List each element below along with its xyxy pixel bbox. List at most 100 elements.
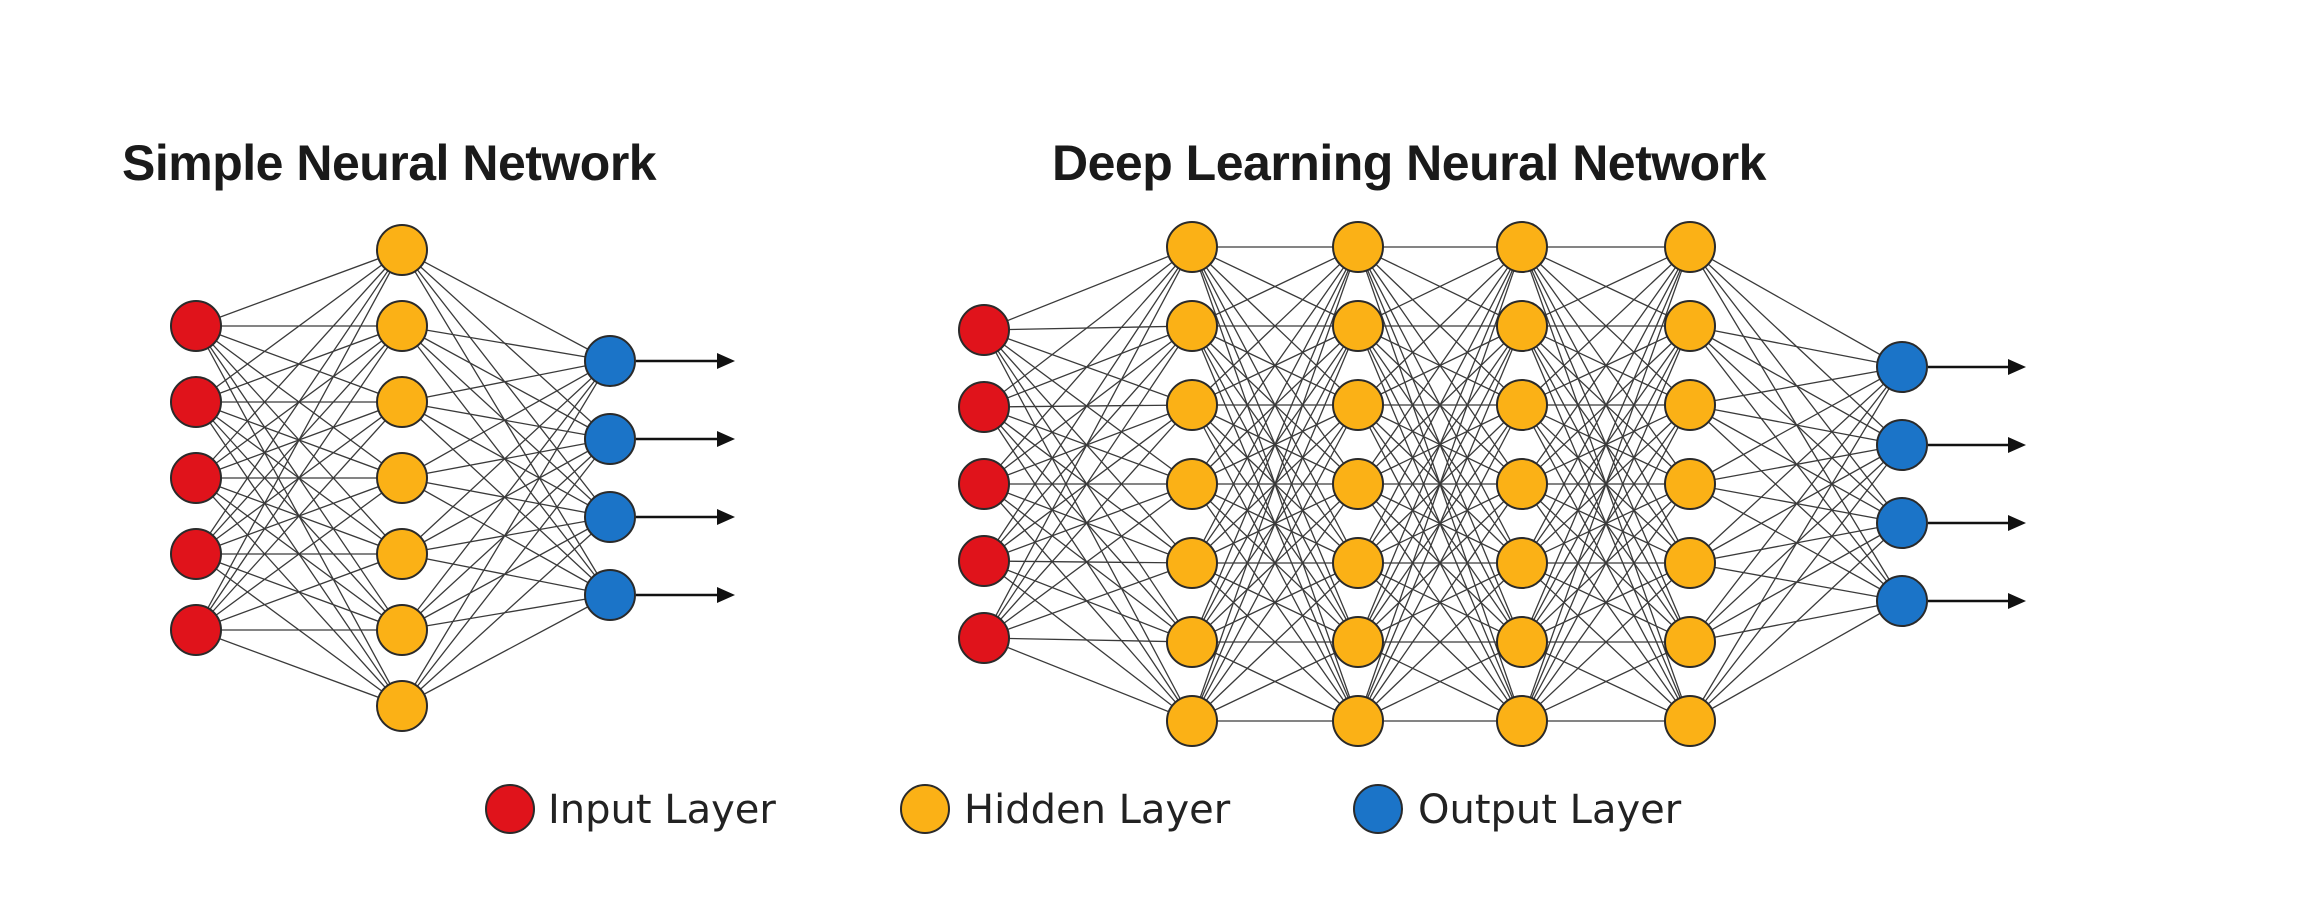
deep-output-node [1876,575,1928,627]
simple-network-title: Simple Neural Network [122,135,657,191]
deep-connection [1357,246,1523,722]
deep-connection [983,404,1193,639]
deep-connection [983,404,1193,485]
deep-network-connections [983,246,1903,722]
deep-connection [1521,246,1691,564]
deep-input-node [958,304,1010,356]
deep-connection [1357,641,1523,722]
deep-hidden-node [1166,616,1218,668]
deep-network-title: Deep Learning Neural Network [1052,135,1767,191]
deep-connection [1357,404,1523,722]
deep-connection [983,246,1193,639]
legend-hidden-dot [900,784,950,834]
simple-connection [401,401,611,440]
simple-connection [401,360,611,403]
legend-input-dot [485,784,535,834]
deep-hidden-node [1166,537,1218,589]
deep-connection [1689,366,1903,485]
deep-connection [1689,366,1903,722]
deep-hidden-node [1332,537,1384,589]
simple-connection [401,360,611,479]
deep-connection [1689,366,1903,643]
simple-input-node [170,604,222,656]
deep-connection [1521,246,1691,485]
deep-connection [1191,246,1359,406]
deep-hidden-node [1332,221,1384,273]
deep-connection [1521,325,1691,722]
deep-connection [1357,246,1523,406]
simple-connection [401,249,611,596]
legend-output-label: Output Layer [1418,787,1682,833]
deep-connection [1191,483,1359,722]
deep-hidden-node [1496,379,1548,431]
deep-connection [983,246,1193,408]
deep-connection [1521,404,1691,722]
deep-connection [1191,246,1359,327]
deep-connection [1357,246,1523,643]
deep-connection [983,329,1193,722]
simple-connection [195,249,403,479]
simple-connection [401,360,611,555]
simple-output-node [584,491,636,543]
deep-connection [1521,246,1691,643]
deep-connection [1191,325,1359,722]
legend-hidden-label: Hidden Layer [964,787,1231,833]
deep-hidden-node [1496,616,1548,668]
deep-connection [983,406,1193,722]
deep-hidden-node [1664,379,1716,431]
simple-connection [401,516,611,555]
deep-output-arrow-head [2008,515,2026,531]
deep-hidden-node [1496,458,1548,510]
deep-input-node [958,612,1010,664]
deep-connection [1191,641,1359,722]
deep-connection [983,404,1193,408]
deep-connection [1191,246,1359,564]
deep-hidden-node [1664,537,1716,589]
simple-connection [401,516,611,707]
deep-connection [983,246,1193,485]
deep-connection [983,329,1193,406]
simple-connection [401,249,611,362]
deep-connection [983,483,1193,722]
deep-hidden-node [1332,695,1384,747]
deep-connection [983,560,1193,643]
deep-output-arrow-head [2008,593,2026,609]
deep-connection [983,560,1193,722]
deep-hidden-node [1664,616,1716,668]
deep-connection [1521,246,1691,722]
deep-hidden-node [1166,458,1218,510]
simple-connection [401,325,611,440]
simple-input-node [170,300,222,352]
simple-connection [401,325,611,362]
deep-hidden-node [1166,379,1218,431]
deep-connection [983,246,1193,562]
deep-output-node [1876,497,1928,549]
deep-connection [1689,600,1903,722]
deep-connection [983,329,1193,564]
deep-connection [983,637,1193,643]
simple-input-node [170,528,222,580]
deep-connection [1191,562,1359,722]
simple-connection [401,438,611,707]
deep-connection [983,406,1193,485]
deep-output-arrow-head [2008,437,2026,453]
simple-output-arrow-head [717,353,735,369]
deep-connection [983,246,1193,331]
simple-connection [195,249,403,555]
simple-connection [401,438,611,479]
deep-connection [983,562,1193,639]
simple-connection [195,325,403,631]
deep-connection [983,483,1193,564]
simple-connection [401,325,611,518]
simple-connection [401,249,611,440]
legend-input-label: Input Layer [548,787,776,833]
deep-connection [1521,246,1691,406]
deep-connection [983,560,1193,564]
simple-connection [195,401,403,631]
simple-hidden-node [376,680,428,732]
deep-connection [1191,246,1359,643]
deep-connection [983,483,1193,643]
deep-connection [1357,246,1523,564]
